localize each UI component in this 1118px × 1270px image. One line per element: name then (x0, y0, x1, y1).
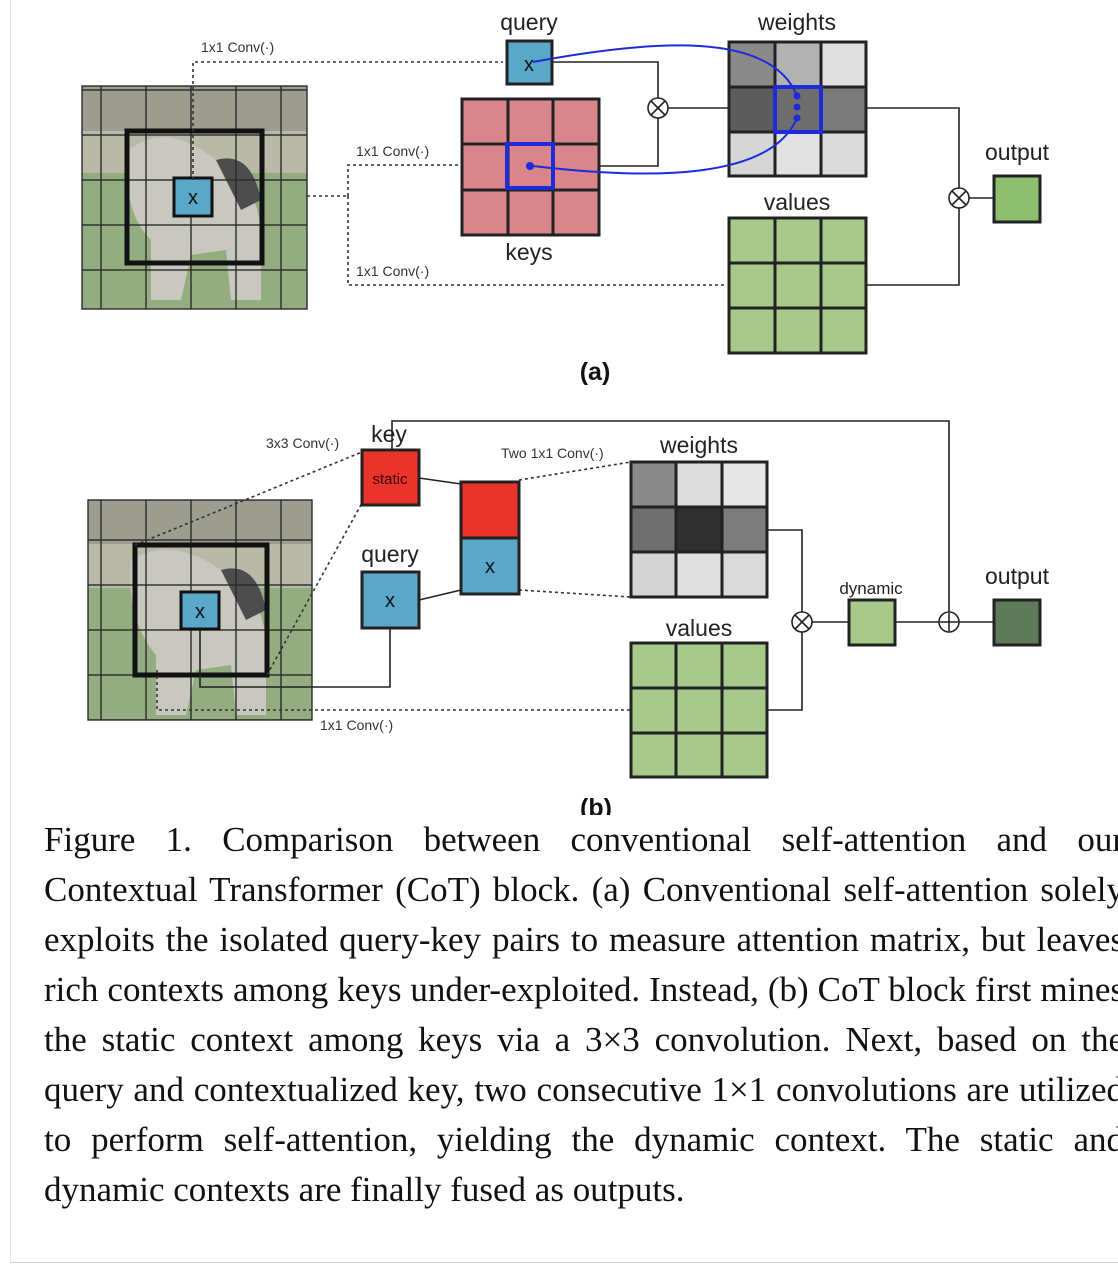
static-key-text: static (372, 471, 408, 488)
static-key-box (360, 448, 421, 507)
query-pixel-x-a: x (188, 187, 198, 209)
dynamic-box-b (847, 598, 897, 647)
concat-query-x: x (485, 556, 495, 578)
output-box-b (992, 598, 1042, 647)
query-pixel-x-b: x (195, 601, 205, 623)
concat-key-box (459, 480, 521, 540)
values-label-b: values (666, 615, 732, 641)
conv-key-label-b: 3x3 Conv(·) (266, 435, 339, 451)
panel-b-tag: (b) (580, 794, 612, 815)
dotted-connectors-b (134, 451, 632, 711)
input-feature-map-b: x (87, 499, 313, 721)
input-feature-map-a: x (81, 85, 308, 310)
weights-grid-b (629, 460, 769, 599)
query-box-x-b: x (385, 590, 395, 612)
query-label-a: query (500, 9, 558, 35)
conv-values-label-b: 1x1 Conv(·) (320, 717, 393, 733)
values-grid-b (629, 641, 769, 779)
conv-two-label-b: Two 1x1 Conv(·) (501, 445, 604, 461)
figure-caption: Figure 1. Comparison between conventiona… (44, 820, 1118, 1209)
multiply-op-a1 (647, 97, 669, 119)
weights-label-b: weights (659, 432, 738, 458)
conv-values-label-a: 1x1 Conv(·) (356, 263, 429, 279)
values-grid-a (727, 216, 868, 355)
output-box-a (992, 174, 1042, 224)
values-label-a: values (764, 189, 830, 215)
keys-label-a: keys (505, 239, 552, 265)
cot-diagram: x 1x1 Conv(·) 1x1 Conv(·) 1x1 Conv(·) qu… (81, 9, 1050, 815)
weights-label-a: weights (757, 9, 836, 35)
output-label-a: output (985, 139, 1050, 165)
dynamic-label-b: dynamic (839, 579, 903, 598)
query-label-b: query (361, 541, 419, 567)
conv-keys-label-a: 1x1 Conv(·) (356, 143, 429, 159)
dotted-connectors-a (192, 61, 724, 286)
keys-grid-a (460, 97, 601, 237)
add-op-b (938, 611, 960, 633)
multiply-op-a2 (948, 187, 970, 209)
query-pixel-b (179, 590, 221, 631)
panel-a-tag: (a) (580, 358, 611, 386)
key-label-b: key (371, 421, 407, 447)
skip-connection-b (391, 420, 950, 612)
query-box-x-a: x (524, 54, 534, 76)
local-window-a (124, 128, 265, 266)
conv-query-label-a: 1x1 Conv(·) (201, 39, 274, 55)
panel-a: x 1x1 Conv(·) 1x1 Conv(·) 1x1 Conv(·) qu… (81, 9, 1050, 386)
figure-frame: x 1x1 Conv(·) 1x1 Conv(·) 1x1 Conv(·) qu… (10, 0, 1118, 1263)
panel-b: x 3x3 Conv(·) 1x1 Conv(·) Two 1x1 Conv(·… (87, 420, 1050, 815)
query-box-a (505, 39, 554, 86)
local-window-b (132, 542, 270, 678)
multiply-op-b (791, 611, 813, 633)
concat-query-box (459, 536, 521, 596)
attention-arcs-a (532, 44, 798, 175)
output-label-b: output (985, 563, 1050, 589)
weights-grid-a (727, 40, 868, 178)
